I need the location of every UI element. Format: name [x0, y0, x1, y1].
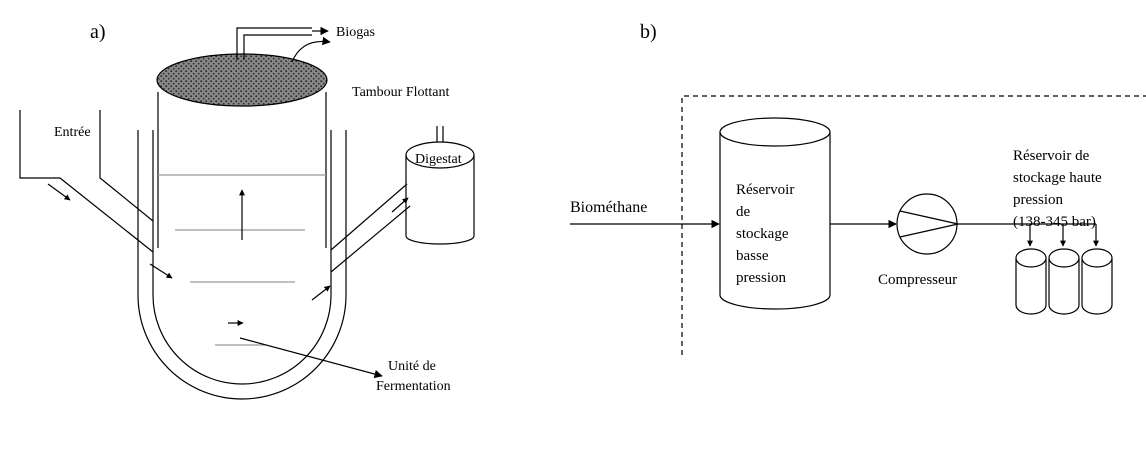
fermentation-unit-label-2: Fermentation [376, 379, 451, 394]
high-pressure-line-2: stockage haute [1013, 170, 1102, 186]
floating-drum-label: Tambour Flottant [352, 85, 450, 100]
high-pressure-line-3: pression [1013, 192, 1063, 208]
high-pressure-cylinders [1015, 248, 1113, 315]
panel-a-label: a) [90, 21, 106, 43]
low-pressure-line-2: de [736, 204, 751, 220]
high-pressure-line-4: (138-345 bar) [1013, 214, 1096, 230]
low-pressure-line-5: pression [736, 270, 786, 286]
dashed-boundary [681, 95, 1146, 355]
outlet-pipe [330, 183, 411, 273]
biogas-pipe [236, 27, 312, 60]
high-pressure-line-1: Réservoir de [1013, 148, 1090, 164]
inner-vessel [152, 130, 332, 385]
low-pressure-tank [719, 132, 831, 310]
low-pressure-line-3: stockage [736, 226, 789, 242]
floating-drum-top [156, 53, 328, 107]
compressor-symbol [896, 193, 958, 255]
low-pressure-line-1: Réservoir [736, 182, 794, 198]
biomethane-label: Biométhane [570, 199, 647, 216]
low-pressure-line-4: basse [736, 248, 769, 264]
outer-vessel [137, 130, 347, 400]
panel-b-storage: b) Biométhane Réservoir de stockage bass… [570, 21, 1146, 355]
inlet-chamber [19, 110, 154, 253]
panel-a-digester: a) Biogas Tambour Flottant Entrée [19, 21, 475, 400]
compressor-label: Compresseur [878, 272, 957, 288]
biogas-label: Biogas [336, 25, 375, 40]
inlet-label: Entrée [54, 125, 91, 140]
panel-b-label: b) [640, 21, 657, 43]
fermentation-unit-label-1: Unité de [388, 359, 436, 374]
digestate-tank [405, 155, 475, 245]
digestate-label: Digestat [415, 152, 462, 167]
